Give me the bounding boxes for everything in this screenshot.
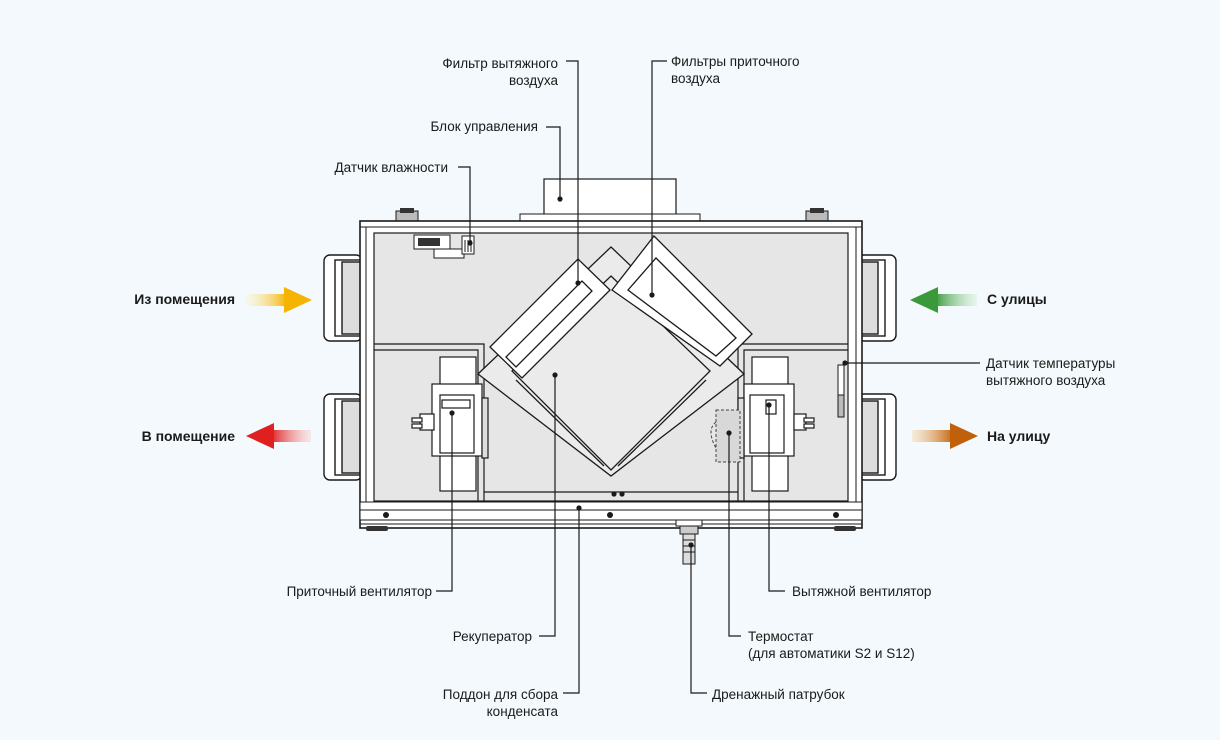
- label-control-unit: Блок управления: [430, 119, 538, 134]
- arrow-to-street: [912, 423, 978, 449]
- arrow-from-street: [910, 287, 977, 313]
- spigot-right-top: [857, 254, 897, 342]
- label-drain-pipe: Дренажный патрубок: [712, 687, 845, 702]
- thermostat: [710, 409, 741, 463]
- supply-fan: [411, 356, 489, 492]
- spigot-right-bottom: [857, 393, 897, 481]
- label-from-street: С улицы: [987, 291, 1047, 307]
- exhaust-filter: [489, 258, 611, 379]
- label-to-street: На улицу: [987, 428, 1051, 444]
- top-handle-right: [805, 208, 829, 222]
- arrow-to-room: [246, 423, 311, 449]
- label-from-room: Из помещения: [134, 291, 235, 307]
- label-exhaust-fan: Вытяжной вентилятор: [792, 584, 932, 599]
- label-thermostat: Термостат(для автоматики S2 и S12): [748, 629, 915, 661]
- humidity-sensor: [413, 234, 475, 259]
- top-handle-left: [395, 208, 419, 222]
- arrow-from-room: [245, 287, 312, 313]
- leader-lines: [436, 60, 980, 694]
- spigot-left-bottom: [323, 393, 363, 481]
- label-humidity-sensor: Датчик влажности: [334, 160, 448, 175]
- leader-dots: [449, 196, 848, 548]
- label-supply-fan: Приточный вентилятор: [286, 584, 432, 599]
- temperature-sensor: [837, 364, 845, 418]
- label-recuperator: Рекуператор: [452, 629, 532, 644]
- supply-filter: [611, 235, 753, 367]
- spigot-left-top: [323, 254, 363, 342]
- label-to-room: В помещение: [141, 428, 235, 444]
- drain-pipe: [675, 519, 703, 565]
